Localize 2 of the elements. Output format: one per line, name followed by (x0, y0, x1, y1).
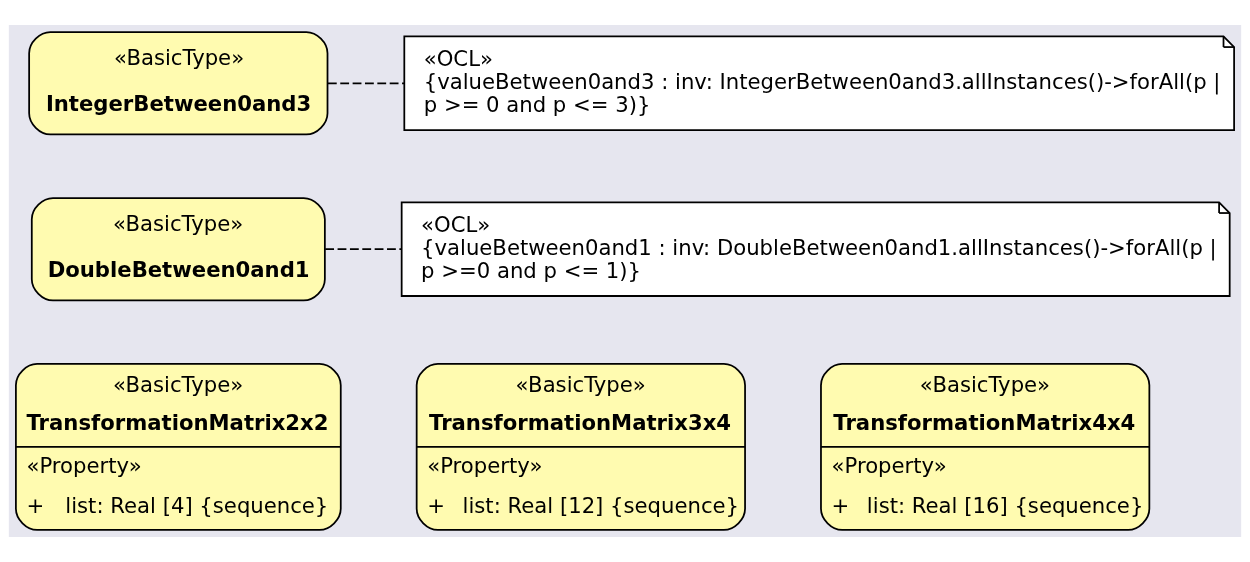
connector (327, 82, 406, 85)
connector (324, 248, 403, 251)
